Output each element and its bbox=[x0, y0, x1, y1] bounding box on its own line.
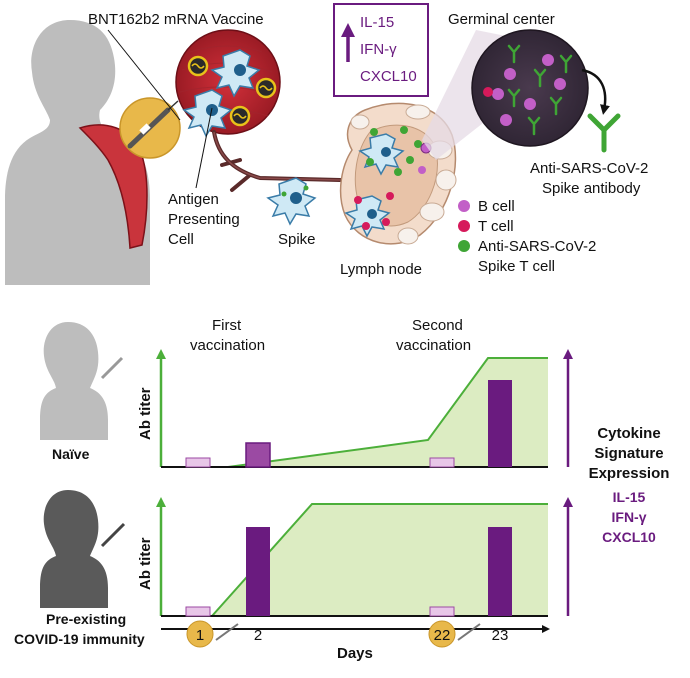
legend-t-cell: T cell bbox=[478, 218, 514, 235]
antibody-label-line2: Spike antibody bbox=[542, 180, 641, 197]
antigen-presenting-cell-icon bbox=[182, 89, 233, 138]
apc-pointer bbox=[195, 107, 213, 189]
apc-label-line1: Antigen bbox=[168, 191, 219, 208]
immune-label-line2: COVID-19 immunity bbox=[14, 631, 145, 647]
immune-bar-day2 bbox=[246, 527, 270, 616]
legend-b-cell: B cell bbox=[478, 198, 515, 215]
muscle-tissue-circle bbox=[175, 29, 281, 138]
antigen-presenting-cell-icon bbox=[210, 49, 261, 98]
signature-ifng: IFN-γ bbox=[612, 509, 647, 525]
first-vaccination-line2: vaccination bbox=[190, 337, 265, 354]
immune-bar-day22 bbox=[429, 606, 455, 617]
days-label: Days bbox=[337, 645, 373, 662]
y-label-naive: Ab titer bbox=[137, 387, 154, 440]
day1-dose-icon bbox=[186, 620, 239, 648]
immune-titer-area bbox=[212, 504, 548, 616]
cytokine-ifng: IFN-γ bbox=[360, 41, 397, 58]
signature-line2: Signature bbox=[594, 445, 663, 462]
day22-dose-icon bbox=[428, 620, 481, 648]
vaccine-pointer bbox=[107, 29, 181, 121]
day-tick-2: 2 bbox=[254, 627, 262, 644]
second-vaccination-line2: vaccination bbox=[396, 337, 471, 354]
immune-person-icon bbox=[40, 490, 126, 608]
cytokine-cxcl10: CXCL10 bbox=[360, 68, 417, 85]
naive-label: Naïve bbox=[52, 446, 90, 462]
spike-presenting-cell-icon bbox=[266, 177, 317, 226]
legend-spike-t-cell-line1: Anti-SARS-CoV-2 bbox=[478, 238, 596, 255]
lipid-nanoparticle-icon bbox=[229, 105, 251, 127]
injection-site-icon bbox=[119, 97, 181, 159]
germinal-center-label: Germinal center bbox=[448, 11, 555, 28]
cytokine-il15: IL-15 bbox=[360, 14, 394, 31]
day-tick-22: 22 bbox=[434, 627, 451, 644]
legend-b-cell-swatch bbox=[458, 200, 470, 212]
antibody-icon bbox=[587, 113, 621, 153]
person-silhouette-top bbox=[5, 20, 150, 285]
signature-il15: IL-15 bbox=[613, 489, 646, 505]
naive-person-icon bbox=[40, 322, 124, 440]
legend-t-cell-swatch bbox=[458, 220, 470, 232]
lipid-nanoparticle-icon bbox=[187, 55, 209, 77]
second-vaccination-line1: Second bbox=[412, 317, 463, 334]
naive-bar-day1 bbox=[185, 457, 211, 468]
y-label-immune: Ab titer bbox=[137, 537, 154, 590]
signature-line1: Cytokine bbox=[597, 425, 660, 442]
lipid-nanoparticle-icon bbox=[255, 77, 277, 99]
day-tick-1: 1 bbox=[196, 627, 204, 644]
first-vaccination-line1: First bbox=[212, 317, 242, 334]
day-tick-23: 23 bbox=[492, 627, 509, 644]
immune-label-line1: Pre-existing bbox=[46, 611, 126, 627]
germinal-center-circle bbox=[471, 29, 589, 147]
signature-line3: Expression bbox=[589, 465, 670, 482]
legend-spike-t-cell-line2: Spike T cell bbox=[478, 258, 555, 275]
naive-bar-day23 bbox=[488, 380, 512, 467]
green-t-cell-dots bbox=[366, 126, 422, 176]
apc-label-line2: Presenting bbox=[168, 211, 240, 228]
signature-cxcl10: CXCL10 bbox=[602, 529, 656, 545]
cell-legend: B cell T cell Anti-SARS-CoV-2 Spike T ce… bbox=[458, 198, 596, 275]
spike-label: Spike bbox=[278, 231, 316, 248]
naive-titer-area bbox=[228, 358, 548, 467]
naive-bar-day2 bbox=[245, 442, 271, 468]
lymph-node-label: Lymph node bbox=[340, 261, 422, 278]
pink-t-cell-dots bbox=[354, 192, 394, 230]
naive-titer-line bbox=[227, 357, 548, 468]
apc-label-line3: Cell bbox=[168, 231, 194, 248]
antibody-arrow bbox=[581, 68, 610, 115]
cytokine-box: IL-15 IFN-γ CXCL10 bbox=[333, 3, 429, 97]
immune-titer-line bbox=[211, 503, 548, 617]
immune-bar-day1 bbox=[185, 606, 211, 617]
naive-bar-day22 bbox=[429, 457, 455, 468]
immune-bar-day23 bbox=[488, 527, 512, 616]
antibody-label-line1: Anti-SARS-CoV-2 bbox=[530, 160, 648, 177]
vaccine-label: BNT162b2 mRNA Vaccine bbox=[88, 11, 264, 28]
legend-spike-t-cell-swatch bbox=[458, 240, 470, 252]
lymph-node-apc-icon bbox=[344, 195, 391, 238]
